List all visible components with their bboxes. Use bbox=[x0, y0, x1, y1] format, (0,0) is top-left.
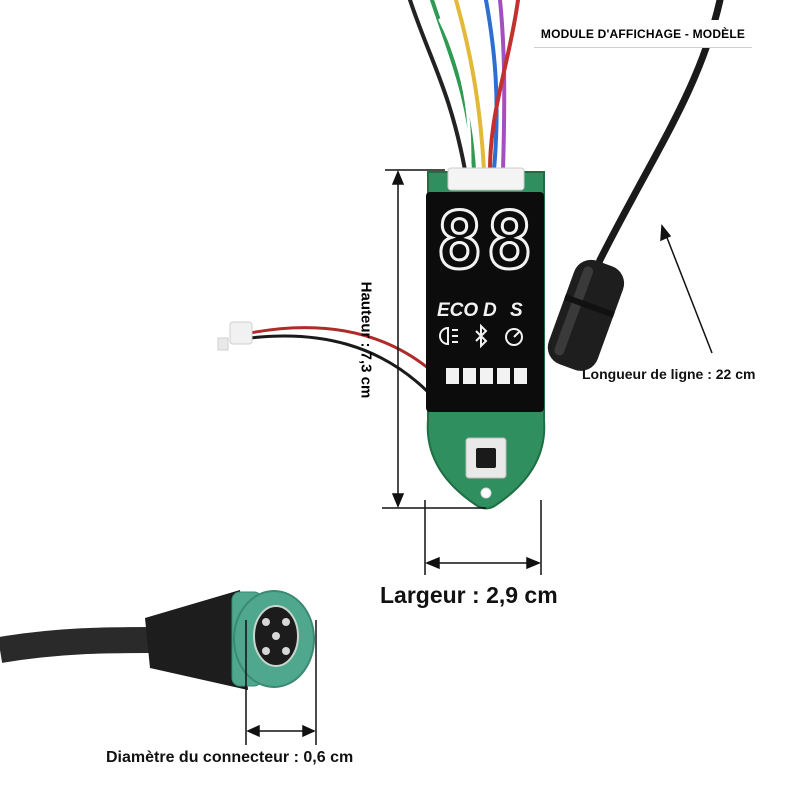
connector-plug bbox=[0, 590, 315, 690]
side-wire bbox=[217, 321, 430, 394]
battery-gauge bbox=[446, 368, 527, 384]
connector-dimension bbox=[245, 620, 317, 745]
width-label: Largeur : 2,9 cm bbox=[380, 582, 558, 608]
ferrite-bead bbox=[547, 259, 625, 371]
cable-length-pointer bbox=[660, 224, 713, 354]
headlight-icon bbox=[439, 326, 458, 346]
mode-s: S bbox=[510, 300, 523, 321]
height-dimension bbox=[382, 169, 486, 509]
connector-diameter-label: Diamètre du connecteur : 0,6 cm bbox=[106, 749, 354, 766]
speedometer-icon bbox=[505, 328, 523, 346]
pcb-mount-hole bbox=[480, 487, 492, 499]
bluetooth-icon bbox=[475, 323, 488, 349]
signal-wires bbox=[408, 0, 520, 172]
display-screen bbox=[426, 192, 544, 412]
speed-digit-2: 8 bbox=[485, 197, 535, 287]
width-dimension bbox=[424, 500, 542, 575]
mode-d: D bbox=[483, 300, 497, 321]
cable-length-label: Longueur de ligne : 22 cm bbox=[582, 366, 756, 382]
speed-digit-1: 8 bbox=[435, 197, 485, 287]
mode-eco: ECO bbox=[437, 300, 479, 321]
power-button[interactable] bbox=[465, 437, 507, 479]
pcb-top-connector bbox=[447, 167, 525, 191]
module-title: MODULE D'AFFICHAGE - MODÈLE bbox=[534, 20, 752, 48]
height-label: Hauteur : 7,3 cm bbox=[357, 281, 375, 399]
